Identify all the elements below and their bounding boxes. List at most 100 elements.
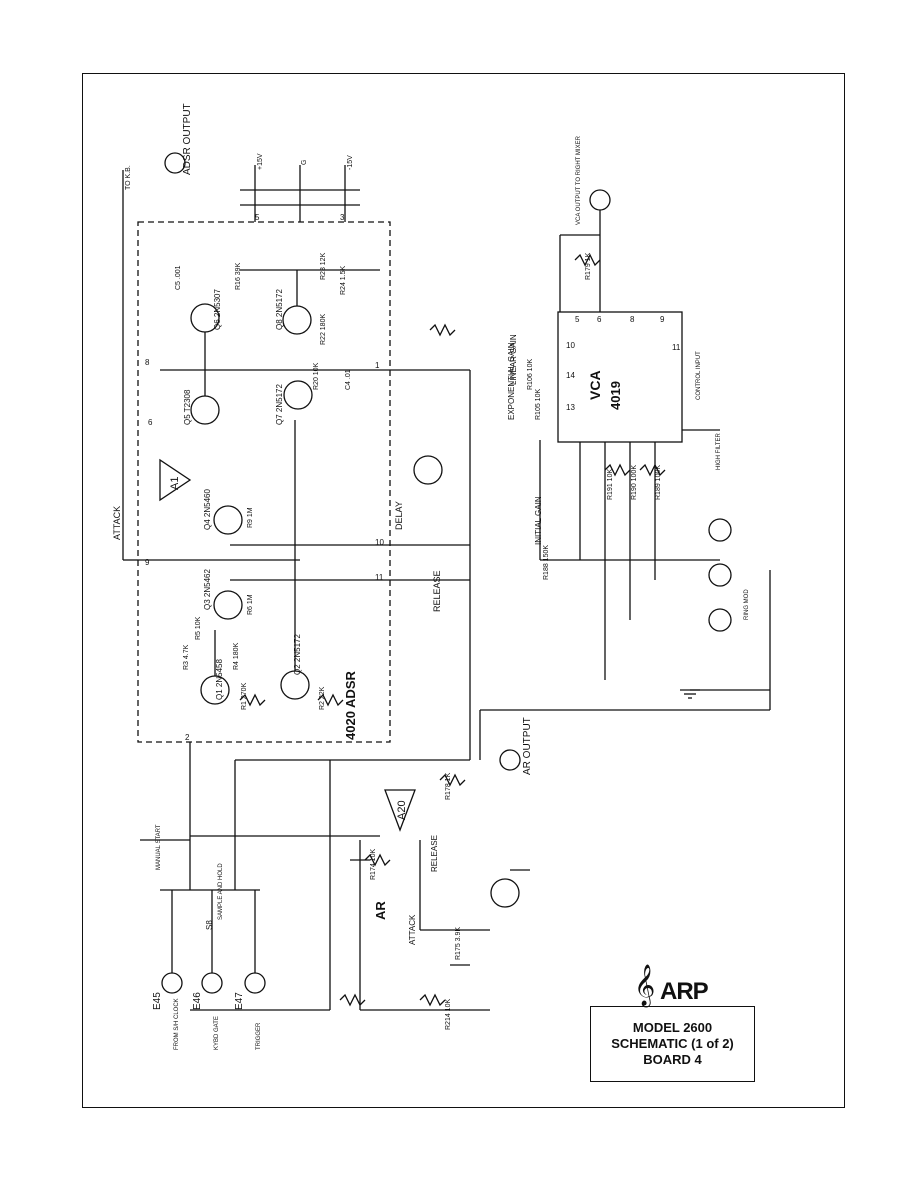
ar-attack-label: ATTACK <box>408 914 417 945</box>
r3-label: R3 4.7K <box>183 644 190 670</box>
vca-pin-9: 9 <box>660 315 665 324</box>
title-schematic: SCHEMATIC (1 of 2) <box>611 1036 734 1051</box>
e47-jack <box>244 972 266 994</box>
q5-label: Q5 T2308 <box>183 389 192 425</box>
vca-label: VCA <box>587 370 603 400</box>
control-input-label: CONTROL INPUT <box>696 351 702 400</box>
sample-hold-label: SAMPLE AND HOLD <box>218 863 224 920</box>
to-mixer-label: VCA OUTPUT TO RIGHT MIXER <box>576 135 582 225</box>
e45-label: E45 <box>152 992 163 1010</box>
vca-pin-11: 11 <box>672 343 681 352</box>
q1-label: Q1 2N5458 <box>215 659 224 700</box>
e46-label: E46 <box>192 992 203 1010</box>
r106-label: R106 10K <box>527 359 534 390</box>
r1-label: R1 270K <box>241 682 248 710</box>
c5-label: C5 .001 <box>175 265 182 290</box>
r6-label: R6 1M <box>247 594 254 615</box>
r105-label: R105 10K <box>535 389 542 420</box>
a20-opamp <box>384 789 416 832</box>
schematic-labels: 4020 ADSR AR VCA 4019 ADSR OUTPUT AR OUT… <box>112 103 750 1050</box>
r4-label: R4 180K <box>233 642 240 670</box>
q7-transistor <box>283 380 313 410</box>
vca-part-label: 4019 <box>608 381 623 410</box>
rail-plus15-label: +15V <box>257 153 264 170</box>
trigger-label: TRIGGER <box>256 1022 262 1050</box>
adsr-module-boundary <box>137 221 391 743</box>
adsr-q-transistor <box>413 455 443 485</box>
drawing-border <box>82 73 845 1108</box>
ar-release-label: RELEASE <box>430 835 439 872</box>
a20-label: A20 <box>396 800 408 820</box>
q8-label: Q8 2N5172 <box>275 289 284 330</box>
pin-6: 6 <box>148 418 153 427</box>
ar-q5-transistor <box>490 878 520 908</box>
title-model: MODEL 2600 <box>632 1020 713 1035</box>
pin-9: 9 <box>145 558 150 567</box>
pin-8: 8 <box>145 358 150 367</box>
r175-label: R175 3.9K <box>455 927 462 960</box>
r24-label: R24 1.5K <box>340 265 347 295</box>
vca-module-boundary <box>557 311 683 443</box>
vca-output-jack <box>589 189 611 211</box>
e46-jack <box>201 972 223 994</box>
r2-label: R2 22K <box>319 686 326 710</box>
adsr-attack-label: ATTACK <box>112 506 122 540</box>
q5-transistor <box>190 395 220 425</box>
a1-label: A1 <box>169 477 181 490</box>
r23-label: R23 12K <box>320 252 327 280</box>
q2-label: Q2 2N5172 <box>293 634 302 675</box>
adsr-output-jack <box>164 152 186 174</box>
high-filter-label: HIGH FILTER <box>716 432 722 470</box>
q3-transistor <box>213 590 243 620</box>
r178-label: R178 1K <box>445 772 452 800</box>
e47-label: E47 <box>234 992 245 1010</box>
vca-pin-13: 13 <box>566 403 575 412</box>
delay-label: DELAY <box>394 501 404 530</box>
r190-label: R190 100K <box>631 465 638 500</box>
s8-label: S8 <box>205 920 214 930</box>
to-kb-label: TO K.B. <box>125 165 132 190</box>
e45-jack <box>161 972 183 994</box>
ring-mod-label: RING MOD <box>744 589 750 620</box>
vca-pin-14: 14 <box>566 371 575 380</box>
r189-label: R189 100K <box>655 465 662 500</box>
r179-label: R179 1K <box>585 252 592 280</box>
q3-label: Q3 2N5462 <box>203 569 212 610</box>
r9-label: R9 1M <box>247 507 254 528</box>
rail-minus15-label: -15V <box>347 155 354 170</box>
rail-ground-label: G <box>301 160 308 165</box>
q6-label: Q6 2N5307 <box>213 289 222 330</box>
r191-label: R191 10K <box>607 469 614 500</box>
title-board: BOARD 4 <box>643 1052 702 1067</box>
r214-label: R214 10K <box>445 999 452 1030</box>
r174-label: R174 10K <box>370 849 377 880</box>
title-block: MODEL 2600 SCHEMATIC (1 of 2) BOARD 4 <box>590 1006 755 1082</box>
r16-label: R16 39K <box>235 262 242 290</box>
ar-module-label: AR <box>373 901 388 920</box>
a1-opamp <box>159 458 192 502</box>
vca-pin-10: 10 <box>566 341 575 350</box>
q4-transistor <box>213 505 243 535</box>
adsr-module-label: 4020 ADSR <box>343 671 358 740</box>
pin-10: 10 <box>375 538 384 547</box>
linear-gain-label: LINEAR GAIN <box>509 334 518 385</box>
gate-label: KYBD GATE <box>214 1016 220 1050</box>
adsr-output-label: ADSR OUTPUT <box>182 103 193 175</box>
ar-output-jack <box>499 749 521 771</box>
pin-5: 5 <box>255 213 260 222</box>
ar-output-label: AR OUTPUT <box>522 717 533 775</box>
vca-pin-6: 6 <box>597 315 602 324</box>
r22-label: R22 180K <box>320 314 327 345</box>
exponential-gain-label: EXPONENTIAL GAIN <box>507 342 516 420</box>
initial-gain-label: INITIAL GAIN <box>534 496 543 545</box>
q4-label: Q4 2N5460 <box>203 489 212 530</box>
vca-pin-8: 8 <box>630 315 635 324</box>
pin-1: 1 <box>375 361 380 370</box>
q8-transistor <box>282 305 312 335</box>
from-clock-label: FROM S/H CLOCK <box>174 998 180 1050</box>
vca-pin-5: 5 <box>575 315 580 324</box>
r188-label: R188 150K <box>543 545 550 580</box>
c4-label: C4 .01 <box>345 369 352 390</box>
